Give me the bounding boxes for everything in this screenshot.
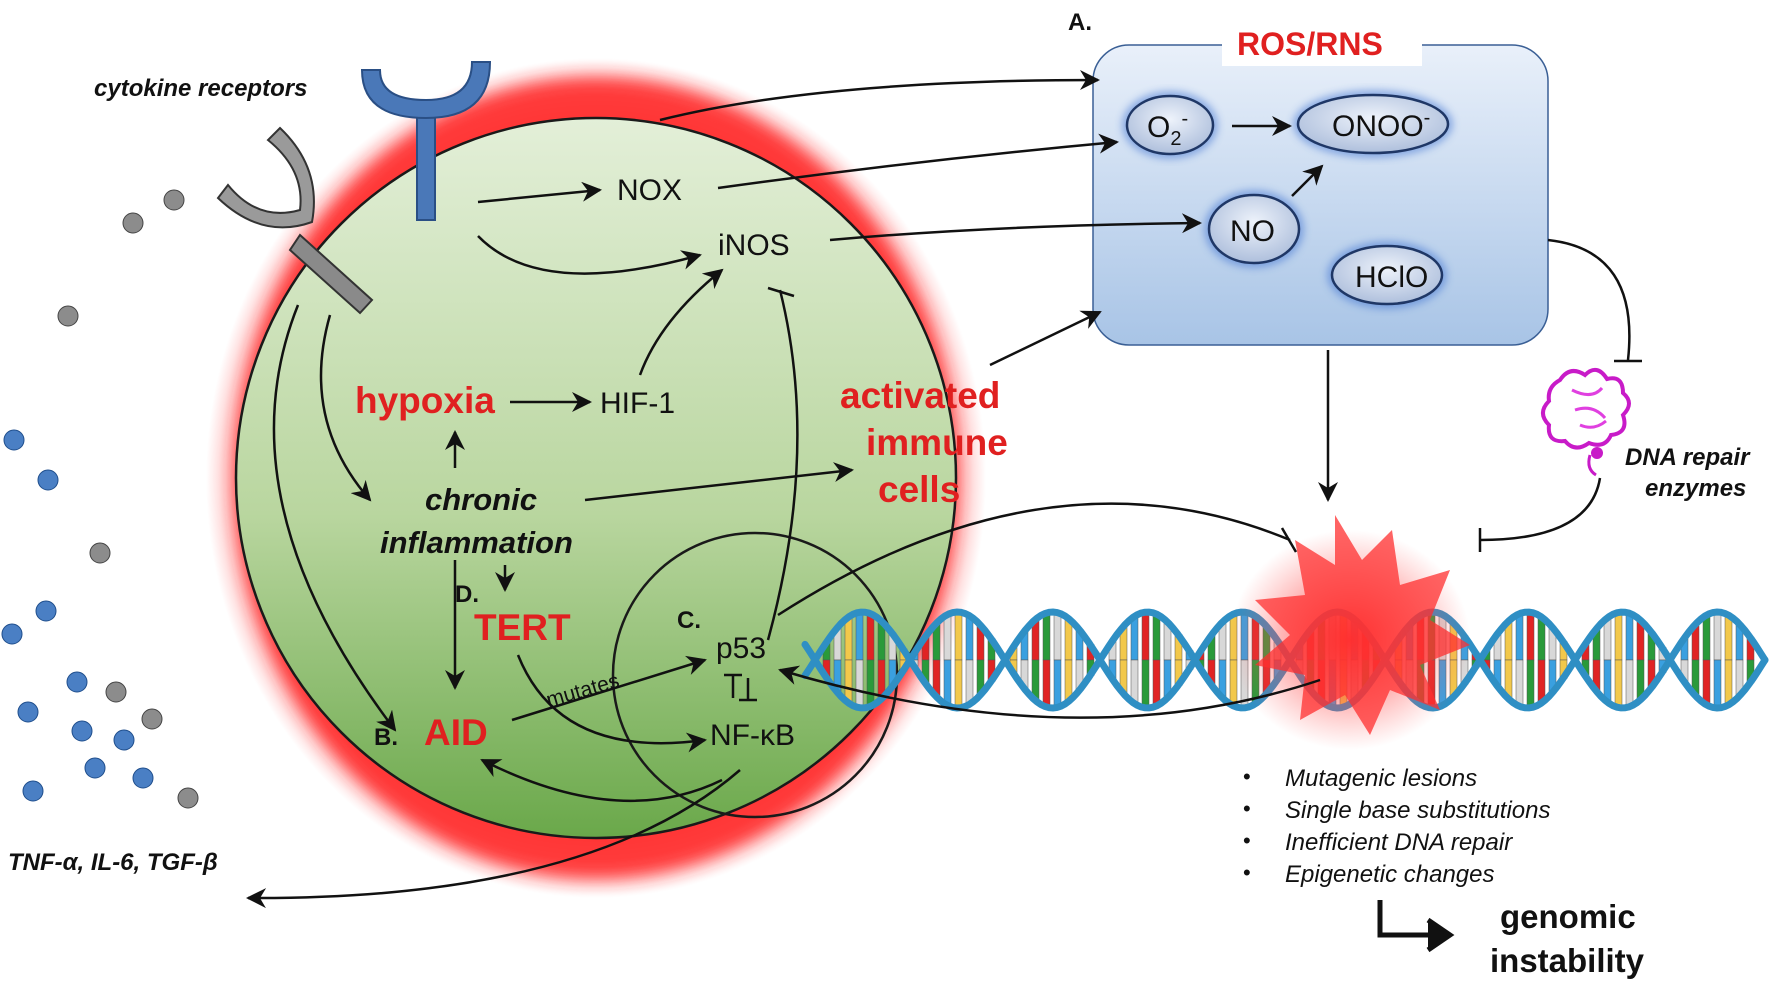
p53-label: p53 <box>716 632 766 665</box>
outcome-bullet: • <box>1243 796 1251 821</box>
instability-label: instability <box>1490 942 1645 979</box>
no-label: NO <box>1230 215 1275 248</box>
marker-d: D. <box>455 581 479 608</box>
hclo-label: HClO <box>1355 261 1428 294</box>
cells-label: cells <box>878 469 960 510</box>
nfkb-label: NF-κB <box>710 719 795 752</box>
marker-b: B. <box>374 724 398 751</box>
dna-damage-burst <box>1230 515 1470 750</box>
o2-label: O2- <box>1147 108 1188 150</box>
inhibition-lines <box>724 238 1642 702</box>
aid-label: AID <box>424 712 488 753</box>
ros-rns-box <box>1092 44 1549 346</box>
genomic-instability-arrow <box>1377 900 1455 953</box>
hypoxia-label: hypoxia <box>355 380 495 421</box>
molecule-no <box>1204 190 1304 268</box>
outcome-item: Single base substitutions <box>1285 797 1551 824</box>
outcome-bullet: • <box>1243 860 1251 885</box>
molecule-o2 <box>1122 91 1218 159</box>
outcome-item: Epigenetic changes <box>1285 861 1494 888</box>
activated-label: activated <box>840 375 1000 416</box>
cytokine-receptors-label: cytokine receptors <box>94 75 307 102</box>
marker-c: C. <box>677 607 701 634</box>
nox-label: NOX <box>617 174 682 207</box>
outcome-bullet: • <box>1243 764 1251 789</box>
pathway-arrows <box>246 70 1338 909</box>
outcome-item: Mutagenic lesions <box>1285 765 1477 792</box>
marker-a: A. <box>1068 9 1092 36</box>
inflammation-label: inflammation <box>380 525 573 560</box>
outcome-item: Inefficient DNA repair <box>1285 829 1513 856</box>
dna-repair-label-2: enzymes <box>1645 475 1746 502</box>
immune-label: immune <box>866 422 1008 463</box>
cytokines-label: TNF-α, IL-6, TGF-β <box>8 849 218 876</box>
hif1-label: HIF-1 <box>600 387 675 420</box>
onoo-label: ONOO- <box>1332 107 1430 143</box>
ros-rns-title: ROS/RNS <box>1237 26 1383 62</box>
chronic-label: chronic <box>425 482 537 517</box>
ros-title-bg <box>1222 26 1422 66</box>
molecule-onoo <box>1293 90 1453 158</box>
tert-label: TERT <box>474 607 571 648</box>
outcome-bullet: • <box>1243 828 1251 853</box>
genomic-label: genomic <box>1500 898 1636 935</box>
inos-label: iNOS <box>718 229 790 262</box>
cytokine-receptor-blue <box>360 61 492 221</box>
outcomes-list: • Mutagenic lesions • Single base substi… <box>1243 764 1551 888</box>
cytokine-particles <box>1 189 199 809</box>
cell-body <box>234 116 958 840</box>
dna-repair-enzyme-icon <box>1541 367 1631 477</box>
cytokine-receptor-gray <box>216 126 374 315</box>
molecule-hclo <box>1327 241 1447 309</box>
dna-repair-label-1: DNA repair <box>1625 444 1751 471</box>
